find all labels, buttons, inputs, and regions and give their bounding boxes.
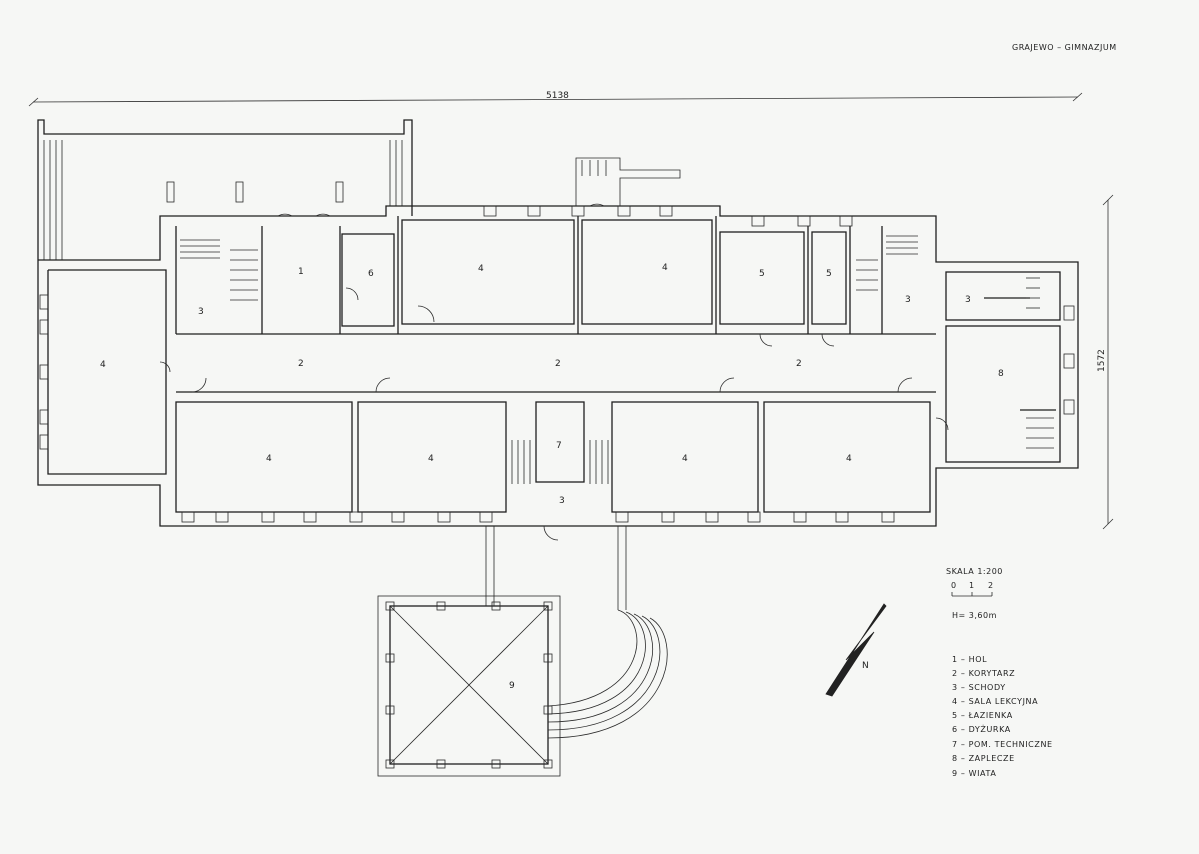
north-arrow: N [825,603,887,697]
legend-item: 3 – SCHODY [952,683,1006,692]
legend-item: 2 – KORYTARZ [952,669,1015,678]
room-label: 4 [478,264,484,274]
legend-item: 7 – POM. TECHNICZNE [952,740,1053,749]
room-label: 4 [428,454,434,464]
legend-item: 1 – HOL [952,655,987,664]
room-label: 5 [759,269,765,279]
scale-block: SKALA 1:200 0 1 2 H= 3,60m [946,567,1003,620]
height-dimension: 1572 [1097,194,1114,530]
room-label: 7 [556,441,562,451]
building-walls [37,205,1079,527]
room-label: 4 [682,454,688,464]
width-dimension: 5138 [28,91,1083,107]
scale-label: SKALA 1:200 [946,567,1003,576]
room-label: 3 [559,496,565,506]
room-label: 8 [998,369,1004,379]
room-label: 3 [965,295,971,305]
room-label: 2 [796,359,802,369]
room-label: 4 [266,454,272,464]
legend-item: 4 – SALA LEKCYJNA [952,697,1038,706]
windows [39,205,1075,523]
legend-item: 5 – ŁAZIENKA [952,711,1013,720]
legend-item: 6 – DYŻURKA [952,724,1011,734]
room-label: 3 [905,295,911,305]
room-label: 2 [555,359,561,369]
shelter [377,526,668,777]
room-label: 2 [298,359,304,369]
room-label: 1 [298,267,304,277]
drawing-title: GRAJEWO – GIMNAZJUM [1012,43,1117,52]
height-note: H= 3,60m [952,611,997,620]
room-label: 4 [100,360,106,370]
legend: 1 – HOL 2 – KORYTARZ 3 – SCHODY 4 – SALA… [952,655,1053,778]
legend-item: 9 – WIATA [952,769,996,778]
scale-tick: 0 [951,581,957,590]
height-dimension-label: 1572 [1097,349,1107,372]
room-label: 4 [846,454,852,464]
staircases [180,157,1054,484]
room-label: 4 [662,263,668,273]
width-dimension-label: 5138 [546,91,569,101]
north-letter: N [862,661,869,671]
room-label: 9 [509,681,515,691]
room-label: 5 [826,269,832,279]
doors [159,203,949,541]
scale-tick: 1 [969,581,975,590]
scale-tick: 2 [988,581,994,590]
room-label: 6 [368,269,374,279]
room-label: 3 [198,307,204,317]
terrace [37,119,413,260]
room-labels: 1 2 2 2 3 3 3 3 3 4 4 4 4 4 4 4 4 4 5 5 … [100,263,1004,691]
legend-item: 8 – ZAPLECZE [952,754,1015,763]
